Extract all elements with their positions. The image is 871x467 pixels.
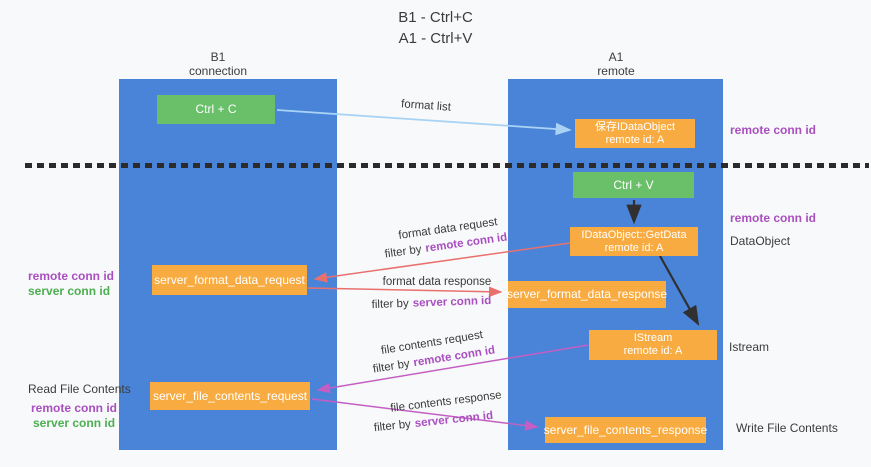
filter-by-text: filter by bbox=[372, 357, 411, 376]
server-format-data-response-box: server_format_data_response bbox=[506, 281, 668, 308]
server-format-data-request-label: server_format_data_request bbox=[154, 272, 305, 287]
right-column-header: A1 remote bbox=[516, 50, 716, 78]
remote-conn-id-annotation-top-right: remote conn id bbox=[730, 123, 817, 137]
getdata-line2: remote id: A bbox=[604, 241, 664, 254]
left-column-header: B1 connection bbox=[118, 50, 318, 78]
server-file-contents-response-label: server_file_contents_response bbox=[543, 422, 708, 437]
ctrl-v-label: Ctrl + V bbox=[613, 177, 654, 192]
filter-by-text: filter by bbox=[384, 243, 423, 261]
remote-conn-id-annotation-bottom-left: remote conn id bbox=[31, 401, 118, 415]
server-conn-id-annotation-bottom-left: server conn id bbox=[33, 416, 116, 430]
saved-dataobject-line2: remote id: A bbox=[605, 133, 665, 146]
server-conn-id-text: server conn id bbox=[414, 409, 494, 430]
left-column-name: B1 bbox=[210, 50, 226, 64]
format-data-response-label: format data response bbox=[382, 276, 492, 288]
diagram-title: B1 - Ctrl+C A1 - Ctrl+V bbox=[0, 7, 871, 49]
istream-line2: remote id: A bbox=[623, 345, 683, 357]
server-file-contents-request-label: server_file_contents_request bbox=[152, 388, 308, 403]
server-file-contents-request-box: server_file_contents_request bbox=[150, 382, 310, 410]
ctrl-c-box: Ctrl + C bbox=[157, 95, 275, 124]
getdata-line1: IDataObject::GetData bbox=[581, 228, 687, 241]
server-conn-id-text: server conn id bbox=[412, 294, 492, 310]
istream-annotation: Istream bbox=[729, 340, 770, 354]
saved-dataobject-line1: 保存IDataObject bbox=[594, 120, 676, 133]
getdata-box: IDataObject::GetData remote id: A bbox=[570, 227, 698, 256]
server-file-contents-response-box: server_file_contents_response bbox=[543, 417, 708, 443]
istream-line1: IStream bbox=[633, 332, 673, 344]
filter-by-text: filter by bbox=[373, 418, 412, 435]
saved-dataobject-box: 保存IDataObject remote id: A bbox=[575, 119, 695, 148]
server-format-data-response-label: server_format_data_response bbox=[506, 287, 668, 301]
left-column-role: connection bbox=[188, 64, 248, 78]
title-line-1: B1 - Ctrl+C bbox=[398, 9, 473, 26]
istream-box: IStream remote id: A bbox=[589, 330, 717, 360]
remote-conn-id-annotation-mid-right: remote conn id bbox=[730, 211, 817, 225]
ctrl-c-label: Ctrl + C bbox=[195, 102, 237, 116]
remote-conn-id-annotation-mid-left: remote conn id bbox=[28, 269, 115, 283]
title-line-2: A1 - Ctrl+V bbox=[398, 30, 473, 47]
server-format-data-request-box: server_format_data_request bbox=[152, 265, 307, 295]
right-column-role: remote bbox=[597, 64, 635, 78]
ctrl-v-box: Ctrl + V bbox=[573, 172, 694, 198]
format-list-label: format list bbox=[400, 98, 452, 114]
write-file-contents-annotation: Write File Contents bbox=[736, 421, 838, 435]
filter-by-text: filter by bbox=[371, 297, 409, 312]
right-column-name: A1 bbox=[608, 50, 624, 64]
dataobject-annotation: DataObject bbox=[730, 234, 791, 248]
read-file-contents-annotation: Read File Contents bbox=[28, 382, 131, 396]
server-conn-id-annotation-mid-left: server conn id bbox=[28, 284, 111, 298]
